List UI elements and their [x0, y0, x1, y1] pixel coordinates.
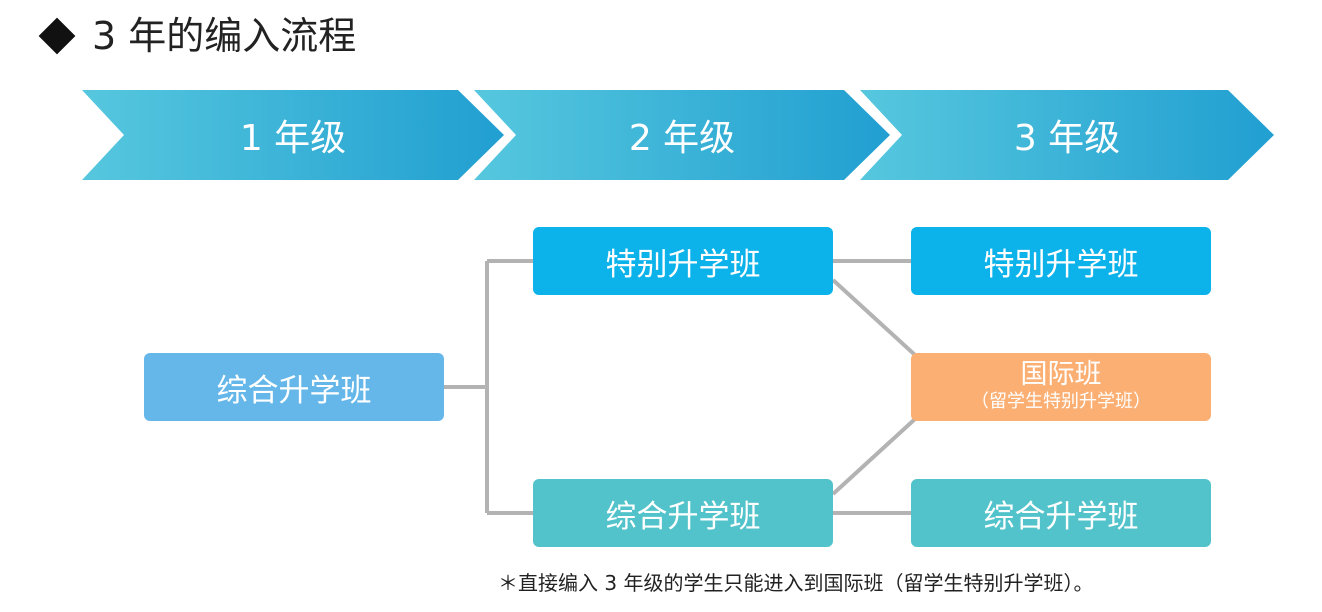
- special-class-grade-3: 特别升学班: [911, 227, 1211, 295]
- general-class-grade-1-label: 综合升学班: [216, 372, 372, 409]
- general-class-grade-3: 综合升学班: [911, 479, 1211, 547]
- grade-3-label: 3 年级: [1013, 118, 1121, 159]
- chevron-shape: [82, 90, 504, 180]
- grade-1-chevron: 1 年级: [82, 90, 504, 180]
- general-class-grade-2: 综合升学班: [533, 479, 833, 547]
- special-class-grade-2-label: 特别升学班: [605, 246, 761, 283]
- connector-special-to-international: [831, 278, 917, 357]
- general-class-grade-1: 综合升学班: [144, 353, 444, 421]
- grade-1-label: 1 年级: [239, 118, 347, 159]
- footnote: ＊直接编入 3 年级的学生只能进入到国际班（留学生特别升学班）。: [498, 571, 1094, 595]
- page-title-text: 3 年的编入流程: [92, 14, 357, 58]
- international-class-label: 国际班: [1020, 359, 1102, 390]
- grade-2-chevron: 2 年级: [474, 90, 890, 180]
- general-class-grade-3-label: 综合升学班: [983, 498, 1139, 535]
- grade-2-label: 2 年级: [628, 118, 736, 159]
- page-title: 3 年的编入流程: [34, 6, 356, 66]
- special-class-grade-3-label: 特别升学班: [983, 246, 1139, 283]
- chevron-shape: [474, 90, 890, 180]
- grade-3-chevron: 3 年级: [860, 90, 1274, 180]
- chevron-shape: [860, 90, 1274, 180]
- connector-general-to-international: [831, 417, 917, 496]
- special-class-grade-2: 特别升学班: [533, 227, 833, 295]
- international-class-grade-3: 国际班 （留学生特别升学班）: [911, 353, 1211, 421]
- general-class-grade-2-label: 综合升学班: [605, 498, 761, 535]
- international-class-sublabel: （留学生特别升学班）: [971, 391, 1151, 412]
